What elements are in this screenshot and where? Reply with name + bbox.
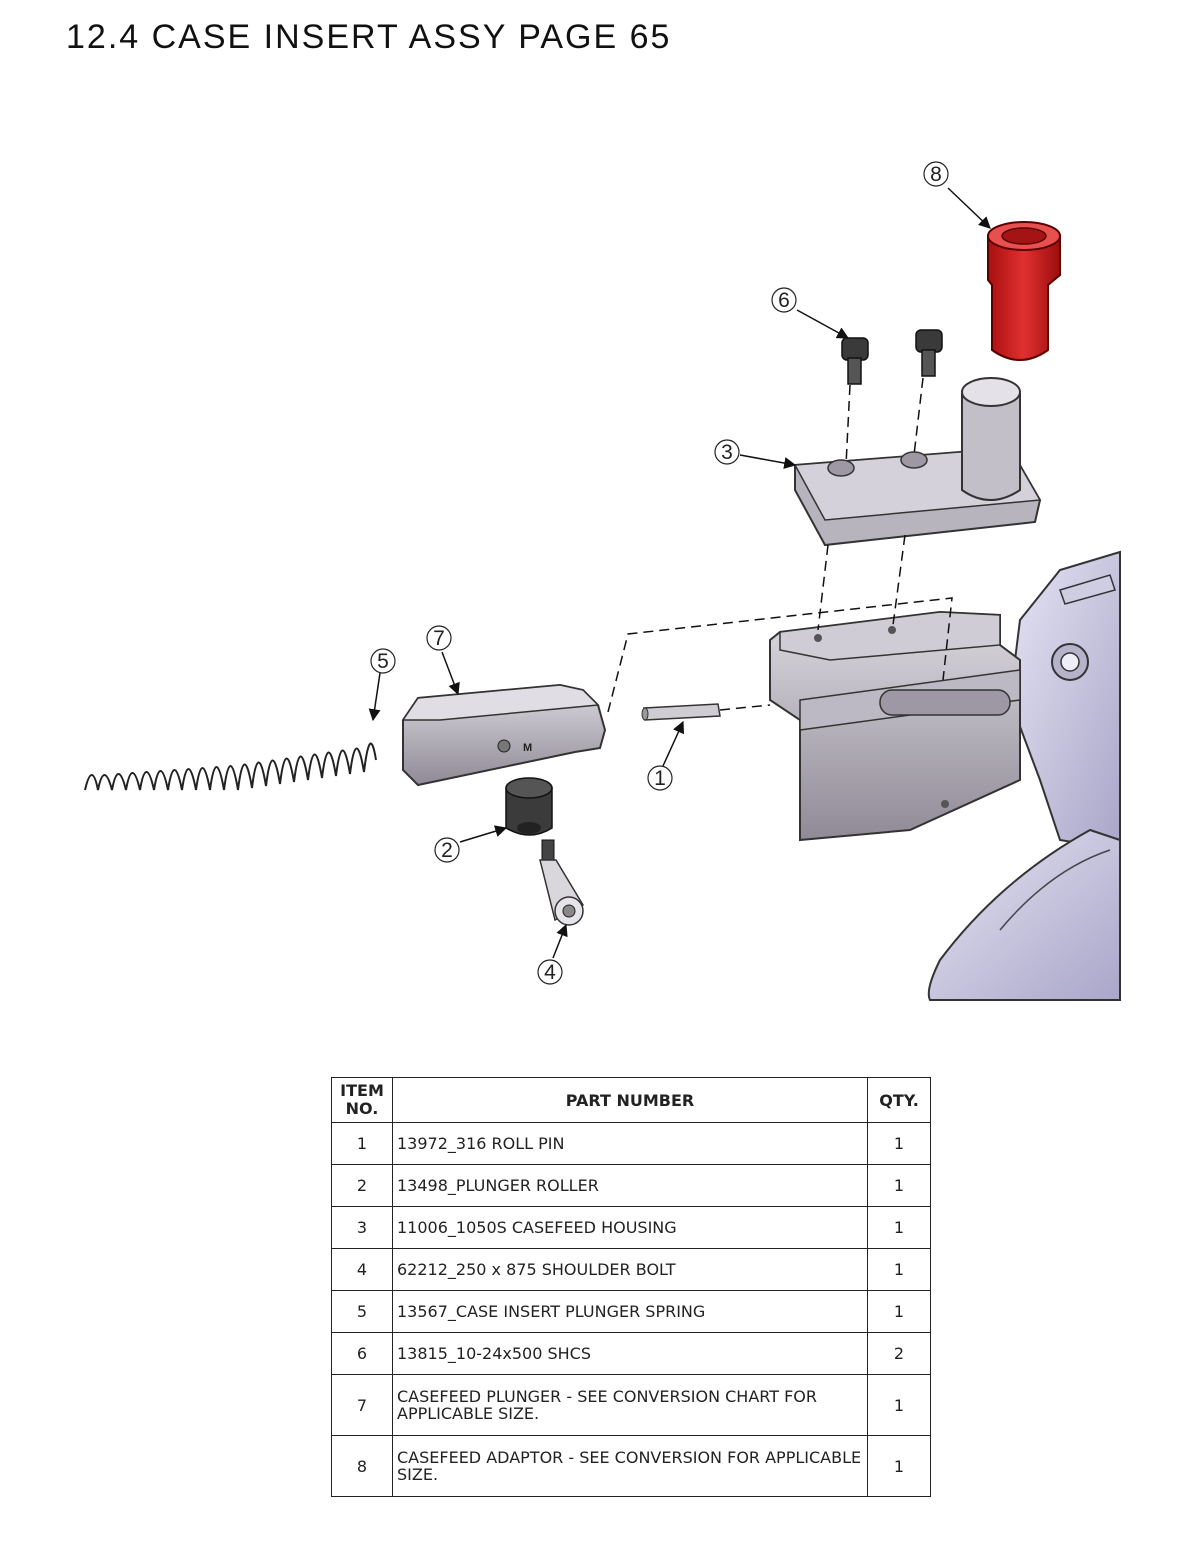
bom-quantity: 1 — [867, 1248, 931, 1291]
bom-item-number: 2 — [331, 1164, 393, 1207]
callout-label: 5 — [377, 650, 389, 673]
bom-part-number: 13972_316 ROLL PIN — [392, 1122, 868, 1165]
bom-quantity: 1 — [867, 1206, 931, 1249]
callout-label: 4 — [544, 961, 556, 984]
plunger-mark-label: M — [523, 742, 532, 754]
table-row: 3 11006_1050S CASEFEED HOUSING 1 — [331, 1206, 931, 1249]
callout-label: 8 — [930, 163, 942, 186]
table-row: 4 62212_250 x 875 SHOULDER BOLT 1 — [331, 1248, 931, 1291]
exploded-assembly-diagram: M 8 — [84, 161, 1121, 1001]
bom-quantity: 1 — [867, 1164, 931, 1207]
casefeed-adaptor-red — [987, 221, 1061, 361]
machine-base — [927, 550, 1121, 1001]
callout-label: 3 — [721, 441, 733, 464]
shoulder-bolt — [539, 839, 585, 926]
callout-label: 2 — [441, 839, 453, 862]
table-row: 5 13567_CASE INSERT PLUNGER SPRING 1 — [331, 1290, 931, 1333]
bom-quantity: 2 — [867, 1332, 931, 1375]
callout-balloon-4: 4 — [537, 959, 563, 985]
bom-header-qty: QTY. — [867, 1077, 931, 1123]
cap-screw-left — [841, 337, 869, 385]
bom-header-row: ITEM NO. PART NUMBER QTY. — [331, 1077, 931, 1123]
bom-part-number: CASEFEED PLUNGER - SEE CONVERSION CHART … — [392, 1374, 868, 1436]
bom-item-number: 7 — [331, 1374, 393, 1436]
assembly-guide-lines — [607, 377, 953, 713]
table-row: 7 CASEFEED PLUNGER - SEE CONVERSION CHAR… — [331, 1374, 931, 1436]
bom-part-number: 62212_250 x 875 SHOULDER BOLT — [392, 1248, 868, 1291]
bom-part-number: CASEFEED ADAPTOR - SEE CONVERSION FOR AP… — [392, 1435, 868, 1497]
bom-header-part: PART NUMBER — [392, 1077, 868, 1123]
bom-item-number: 3 — [331, 1206, 393, 1249]
bom-part-number: 13567_CASE INSERT PLUNGER SPRING — [392, 1290, 868, 1333]
table-row: 6 13815_10-24x500 SHCS 2 — [331, 1332, 931, 1375]
bom-quantity: 1 — [867, 1435, 931, 1497]
bom-part-number: 11006_1050S CASEFEED HOUSING — [392, 1206, 868, 1249]
callout-balloon-3: 3 — [714, 439, 740, 465]
bom-part-number: 13815_10-24x500 SHCS — [392, 1332, 868, 1375]
cap-screw-right — [915, 329, 943, 377]
bom-item-number: 5 — [331, 1290, 393, 1333]
table-row: 2 13498_PLUNGER ROLLER 1 — [331, 1164, 931, 1207]
bom-item-number: 1 — [331, 1122, 393, 1165]
casefeed-housing-plate — [793, 377, 1042, 547]
callout-leaders — [368, 187, 991, 959]
bom-item-number: 4 — [331, 1248, 393, 1291]
housing-lower-body — [769, 610, 1021, 842]
plunger-spring — [84, 742, 377, 791]
bom-header-item: ITEM NO. — [331, 1077, 393, 1123]
casefeed-plunger: M — [401, 683, 607, 787]
callout-balloon-1: 1 — [647, 765, 673, 791]
callout-balloon-2: 2 — [434, 837, 460, 863]
page-title: 12.4 CASE INSERT ASSY PAGE 65 — [66, 18, 672, 56]
bom-quantity: 1 — [867, 1374, 931, 1436]
bom-part-number: 13498_PLUNGER ROLLER — [392, 1164, 868, 1207]
callout-balloon-6: 6 — [771, 287, 797, 313]
callout-balloon-8: 8 — [923, 161, 949, 187]
bom-quantity: 1 — [867, 1290, 931, 1333]
callout-label: 6 — [778, 289, 790, 312]
table-row: 8 CASEFEED ADAPTOR - SEE CONVERSION FOR … — [331, 1435, 931, 1497]
callout-balloon-7: 7 — [426, 625, 452, 651]
bill-of-materials-table: ITEM NO. PART NUMBER QTY. 1 13972_316 RO… — [331, 1077, 931, 1497]
callout-label: 7 — [433, 627, 445, 650]
roll-pin — [641, 703, 721, 721]
callout-label: 1 — [654, 767, 666, 790]
bom-item-number: 6 — [331, 1332, 393, 1375]
bom-quantity: 1 — [867, 1122, 931, 1165]
plunger-roller — [505, 777, 553, 836]
bom-item-number: 8 — [331, 1435, 393, 1497]
callout-balloon-5: 5 — [370, 648, 396, 674]
table-row: 1 13972_316 ROLL PIN 1 — [331, 1122, 931, 1165]
